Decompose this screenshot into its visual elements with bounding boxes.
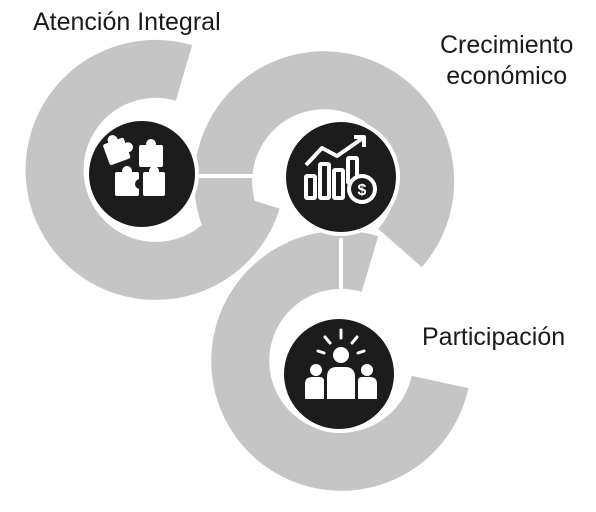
ring-crecimiento: [194, 51, 455, 268]
ring-participacion: [211, 230, 469, 491]
svg-text:$: $: [358, 182, 367, 199]
node-atencion-circle: [85, 117, 199, 231]
label-atencion: Atención Integral: [33, 7, 221, 38]
puzzle-icon: [103, 135, 165, 196]
connectors: [190, 174, 343, 310]
label-participacion: Participación: [422, 322, 565, 353]
people-group-icon: [305, 328, 377, 399]
ring-arcs: [25, 39, 469, 491]
label-line: Crecimiento: [440, 31, 574, 59]
growth-chart-dollar-icon: $: [304, 135, 377, 204]
label-line: económico: [446, 62, 568, 90]
node-crecimiento: $: [282, 118, 400, 236]
node-atencion: [85, 117, 199, 231]
ring-atencion: [25, 39, 280, 300]
label-line: Atención Integral: [33, 8, 221, 36]
node-participacion: [280, 315, 398, 433]
label-crecimiento: Crecimiento económico: [440, 30, 573, 92]
label-line: Participación: [422, 323, 566, 351]
